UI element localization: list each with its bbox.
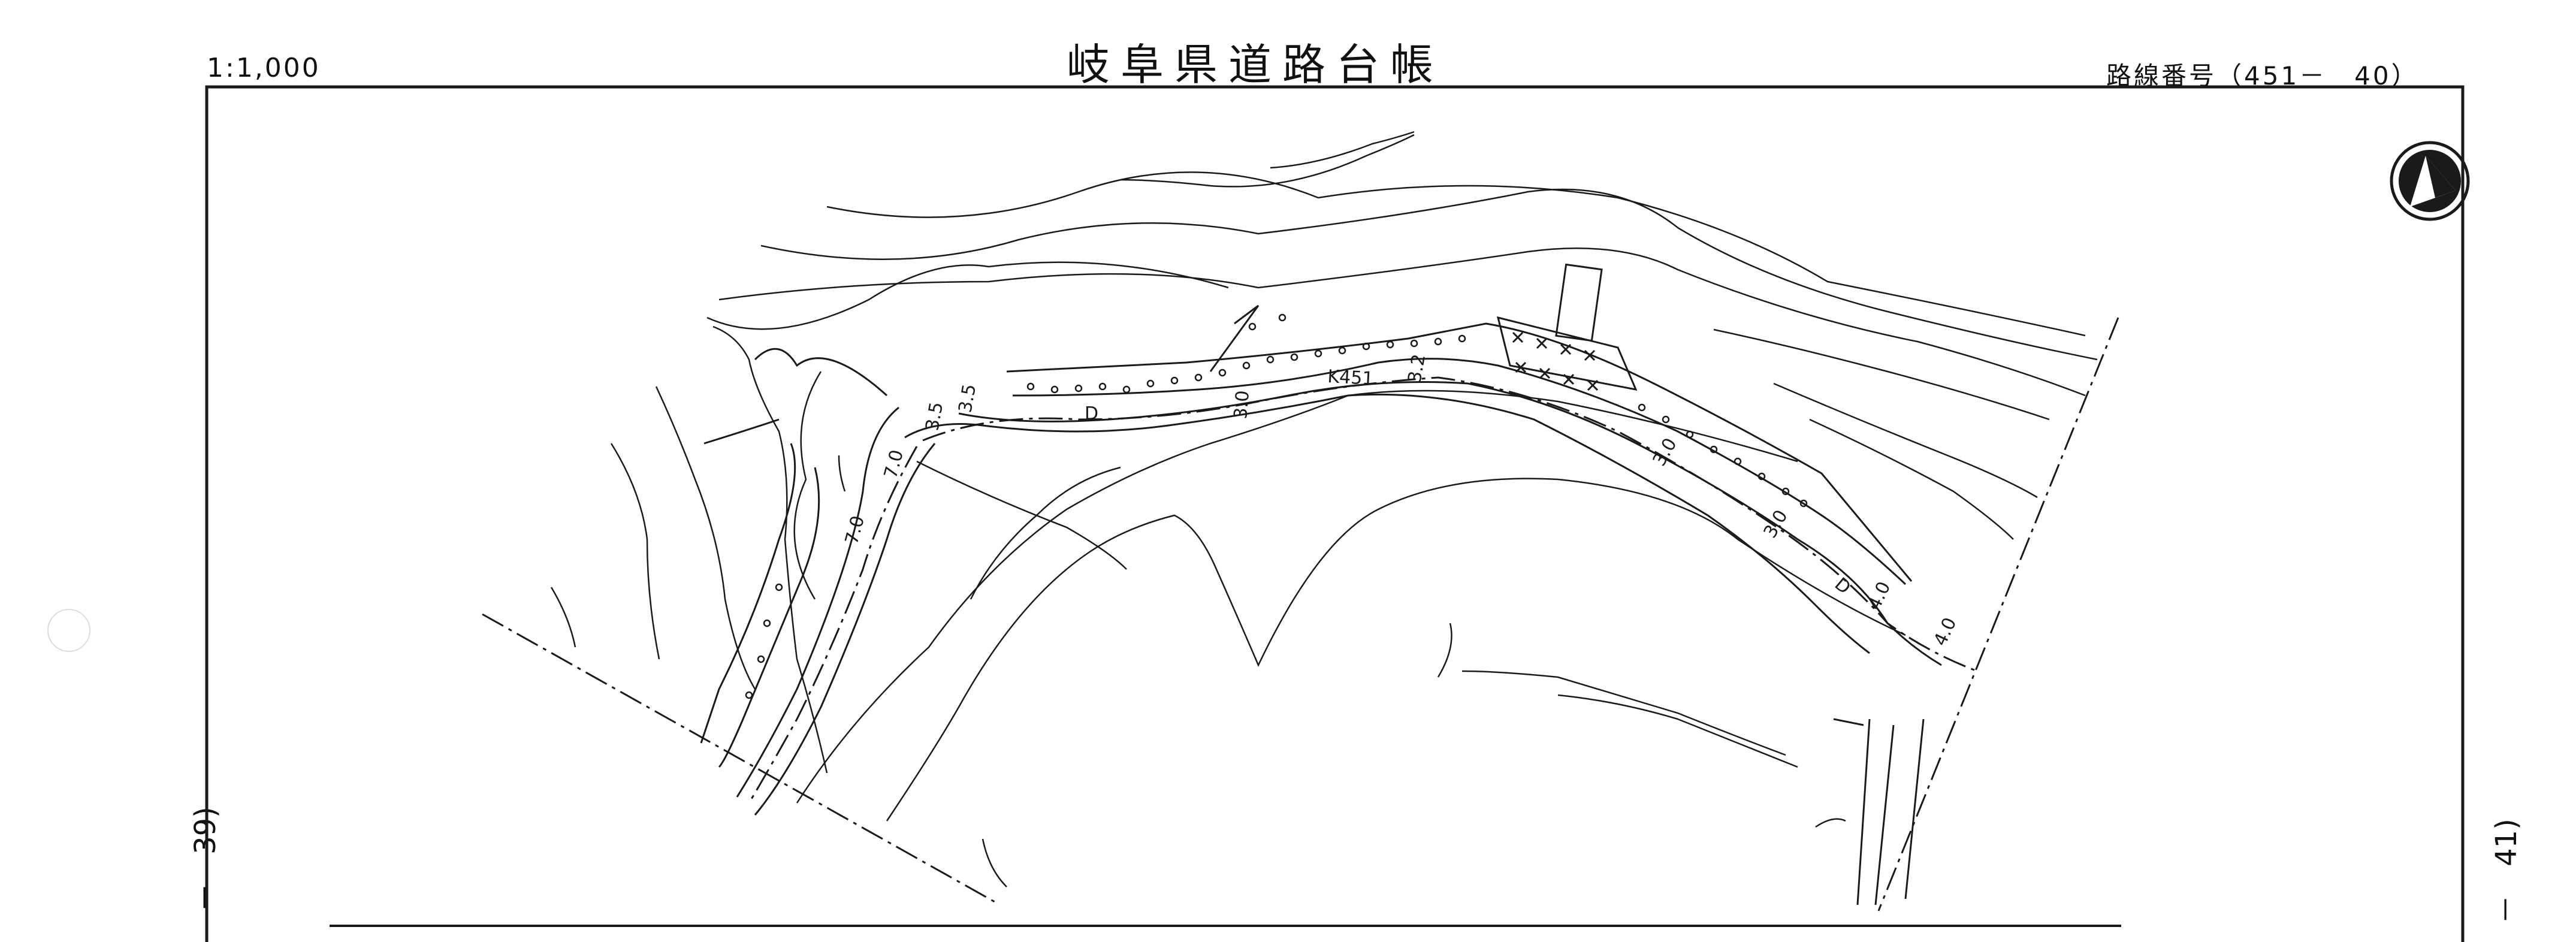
boundary-lines [482, 317, 2119, 911]
route-number: 路線番号（451－ 40） [2106, 61, 2419, 90]
page-title: 岐阜県道路台帳 [1067, 40, 1445, 90]
width-label: 3.0 [1230, 390, 1254, 420]
road-edges [700, 304, 1942, 905]
map-scale: 1:1,000 [207, 53, 321, 83]
contour-lines [550, 131, 2098, 774]
road-centerline [922, 376, 1978, 672]
width-label: 3.2 [1404, 352, 1430, 384]
width-label: 3.0 [1760, 506, 1792, 542]
terrain-lines-lower [796, 390, 1906, 887]
width-label: 3.5 [922, 400, 947, 432]
road-id-label: K451 [1327, 366, 1375, 390]
slope-dots [745, 313, 1808, 699]
north-arrow-icon [2390, 141, 2470, 221]
hatch-marks [1512, 331, 1599, 391]
drain-label: D [1085, 403, 1098, 424]
facility-blocks [1496, 263, 1638, 391]
width-label: 7.0 [841, 514, 869, 547]
width-label: 7.0 [880, 448, 908, 481]
binding-hole [47, 609, 90, 652]
map-frame [205, 85, 2465, 942]
width-label: 4.0 [1864, 578, 1895, 613]
width-label: 3.5 [955, 382, 980, 414]
drain-label: D [1831, 573, 1855, 599]
width-label: 4.0 [1930, 614, 1961, 649]
